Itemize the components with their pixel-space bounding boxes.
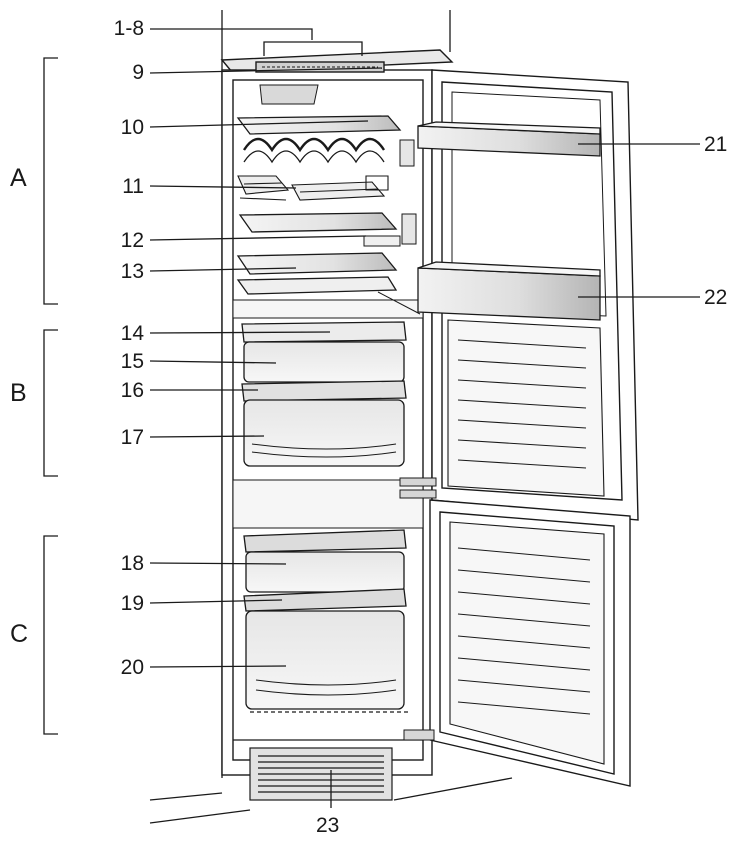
callout-21: 21 [704,133,728,156]
group-label-b: B [10,379,27,407]
door-bin-22 [417,261,601,321]
callout-11: 11 [122,175,144,198]
callout-16: 16 [120,379,144,402]
callout-13: 13 [120,260,144,283]
callout-23: 23 [316,814,340,837]
callout-20: 20 [120,656,144,679]
callout-10: 10 [120,116,144,139]
lower-door [403,499,631,787]
leader-lines [43,28,700,808]
upper-door [399,69,639,521]
shelf-12 [238,212,401,247]
callout-19: 19 [120,592,144,615]
callout-22: 22 [704,286,728,309]
group-label-a: A [10,164,27,192]
ventilation-grille [249,747,393,801]
group-label-c: C [10,620,29,648]
callout-12: 12 [120,229,144,252]
callout-1-8: 1-8 [113,17,144,40]
fresh-drawers [241,321,407,467]
wall-clips [399,139,417,245]
door-shelf-21 [417,121,601,157]
freezer-drawers [243,529,410,713]
callout-14: 14 [120,322,144,345]
callout-17: 17 [120,426,144,449]
shelf-11-wire-racks [237,175,389,201]
callout-9: 9 [132,61,144,84]
callout-15: 15 [120,350,144,373]
compartment-dividers [232,299,424,741]
callout-18: 18 [120,552,144,575]
shelf-10-wine-rack [236,115,402,164]
